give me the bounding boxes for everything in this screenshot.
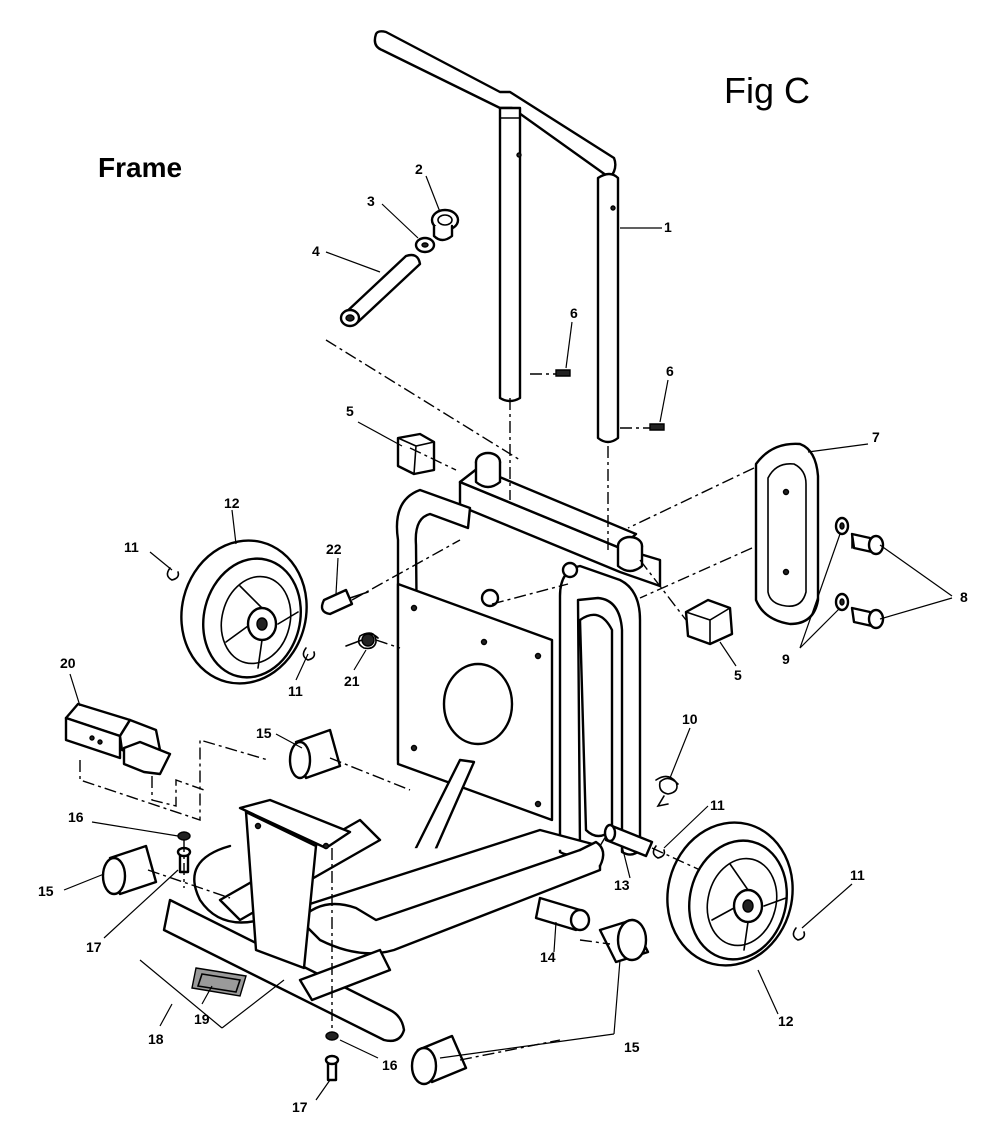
callout-labels: 1 2 3 4 6 6 5 7 12 11 22 8 9 5 11 21 20 … — [38, 161, 968, 1115]
side-panel-part-7 — [754, 442, 820, 626]
screw-left-part-6 — [555, 369, 571, 377]
callout-21: 21 — [344, 673, 360, 689]
callout-15-a: 15 — [256, 725, 272, 741]
knob-pin-part-22 — [320, 588, 369, 616]
spring-part-21 — [345, 632, 379, 650]
label-plate-part-19 — [191, 967, 247, 997]
clip-part-11-d — [792, 927, 806, 941]
callout-12-right: 12 — [778, 1013, 794, 1029]
callout-13: 13 — [614, 877, 630, 893]
callout-19: 19 — [194, 1011, 210, 1027]
washer-lower-part-9 — [834, 592, 850, 612]
leader-lines — [63, 175, 953, 1101]
roller-part-15-a — [288, 728, 342, 780]
assembly-lines — [79, 339, 755, 1061]
washer-part-16-a — [177, 831, 191, 841]
callout-22: 22 — [326, 541, 342, 557]
spring-part-10 — [655, 775, 679, 808]
figure-label: Fig C — [724, 70, 810, 111]
callout-11-b: 11 — [288, 683, 303, 699]
stand-part-18 — [238, 798, 352, 970]
callout-11-d: 11 — [850, 867, 865, 883]
callout-11-c: 11 — [710, 797, 725, 813]
callout-16-b: 16 — [382, 1057, 398, 1073]
roller-part-15-d — [410, 1034, 468, 1086]
screw-right-part-6 — [649, 423, 665, 431]
callout-12-left: 12 — [224, 495, 240, 511]
section-title: Frame — [98, 152, 182, 183]
callout-3: 3 — [367, 193, 375, 209]
callout-17-a: 17 — [86, 939, 102, 955]
callout-16-a: 16 — [68, 809, 84, 825]
callout-7: 7 — [872, 429, 880, 445]
axle-tube-part-4 — [339, 253, 422, 328]
bolt-lower-part-8 — [850, 606, 885, 630]
callout-15-b: 15 — [38, 883, 54, 899]
frame-body — [395, 451, 662, 864]
callout-15-c: 15 — [624, 1039, 640, 1055]
callout-4: 4 — [312, 243, 320, 259]
callout-18: 18 — [148, 1031, 164, 1047]
screw-part-17-b — [324, 1054, 340, 1082]
washer-upper-part-9 — [834, 516, 850, 536]
callout-17-b: 17 — [292, 1099, 308, 1115]
callout-6-right: 6 — [666, 363, 674, 379]
end-cap-lower-part-5 — [684, 598, 734, 646]
clip-part-11-b — [302, 647, 316, 661]
washer-part-3 — [414, 236, 436, 254]
frame-base — [162, 818, 605, 1043]
callout-10: 10 — [682, 711, 698, 727]
bolt-upper-part-8 — [850, 532, 885, 556]
foot-bracket-part-20 — [64, 702, 172, 776]
roller-part-15-c — [598, 918, 650, 964]
callout-1: 1 — [664, 219, 672, 235]
callout-5-upper: 5 — [346, 403, 354, 419]
callout-5-lower: 5 — [734, 667, 742, 683]
callout-20: 20 — [60, 655, 76, 671]
roller-part-15-b — [101, 844, 158, 896]
clip-part-11-a — [166, 567, 180, 581]
clip-part-11-c — [652, 845, 666, 859]
callout-14: 14 — [540, 949, 556, 965]
axle-pin-part-13 — [603, 823, 654, 858]
callout-11-a: 11 — [124, 539, 139, 555]
callout-9: 9 — [782, 651, 790, 667]
callout-8: 8 — [960, 589, 968, 605]
wheel-left-part-12 — [180, 539, 308, 685]
wheel-right-part-12 — [666, 821, 794, 967]
handle-part-1 — [373, 30, 620, 444]
bushing-part-2 — [430, 208, 460, 242]
tube-part-14 — [534, 896, 591, 932]
washer-part-16-b — [325, 1031, 339, 1041]
end-cap-upper-part-5 — [396, 432, 436, 476]
callout-2: 2 — [415, 161, 423, 177]
callout-6-left: 6 — [570, 305, 578, 321]
